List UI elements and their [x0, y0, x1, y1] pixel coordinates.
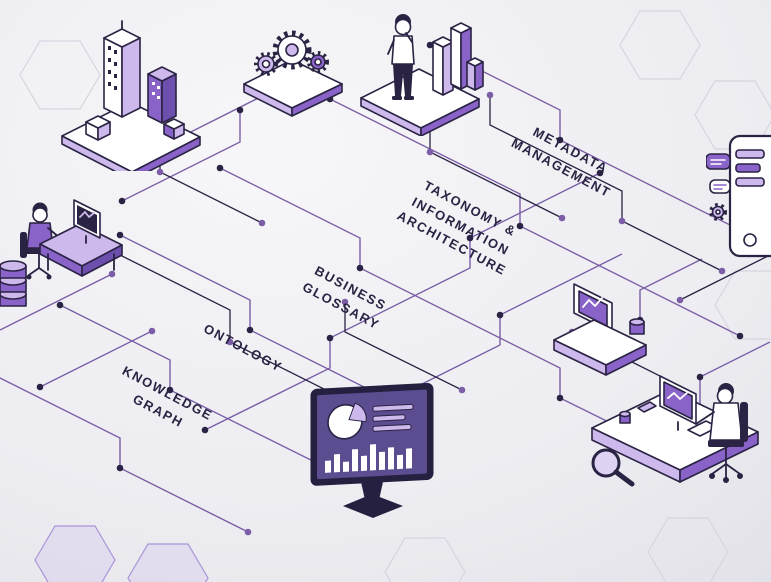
- standing-person: [387, 14, 415, 100]
- device-platform: [553, 319, 647, 376]
- small-cube-icon: [163, 118, 185, 140]
- seated-person: [695, 383, 748, 483]
- bar-chart-3d-icon: [432, 22, 484, 96]
- tall-building-icon: [103, 20, 141, 118]
- chat-bubble-icon: [709, 179, 731, 194]
- small-cylinder-icon: [629, 318, 645, 335]
- analyst-with-bar-chart-illustration: [360, 14, 484, 136]
- bar-chart-icon: [325, 444, 412, 473]
- monitor-stand: [361, 482, 383, 500]
- desk: [591, 389, 759, 483]
- circuit-lines-purple: [0, 44, 771, 533]
- purple-building-icon: [147, 66, 177, 124]
- desk: [39, 223, 123, 277]
- monitor-on-device-illustration: [553, 283, 647, 376]
- person-at-desk-right-illustration: [591, 375, 759, 487]
- monitor-icon: [73, 199, 101, 244]
- magnifying-glass-icon: [591, 448, 635, 487]
- pie-chart-icon: [327, 402, 367, 440]
- text-lines: [372, 403, 414, 432]
- circuit-lines-navy: [109, 95, 771, 412]
- gears-illustration: [243, 30, 343, 117]
- dashboard-monitor-illustration: [310, 382, 434, 518]
- gear-icon: [254, 52, 278, 76]
- database-cylinders-icon: [0, 260, 27, 307]
- gear-icon: [307, 51, 329, 73]
- monitor-base: [343, 494, 403, 518]
- gear-icon: [709, 203, 727, 221]
- smartphone-chat-illustration: [706, 134, 771, 258]
- small-cube-icon: [85, 115, 111, 141]
- city-buildings-illustration: [61, 20, 201, 171]
- person-at-desk-left-illustration: [0, 199, 123, 307]
- gear-icon: [272, 30, 312, 70]
- desk-items: [619, 401, 657, 424]
- chat-bubble-icon: [706, 153, 731, 170]
- monitor-icon: [573, 283, 613, 340]
